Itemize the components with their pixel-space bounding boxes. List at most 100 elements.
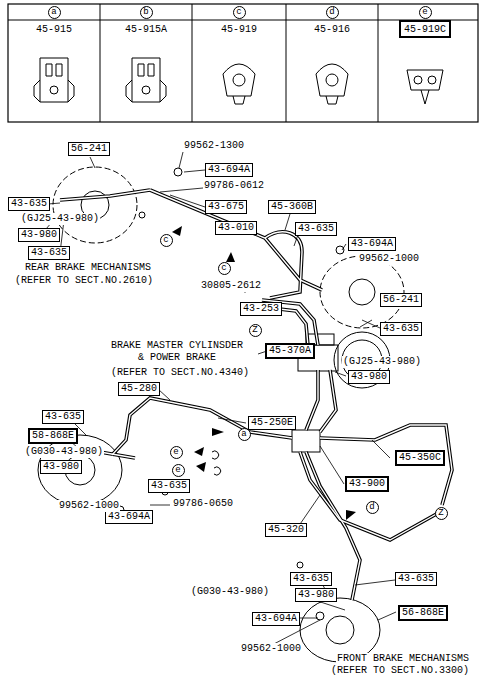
part-label: (G030-43-980): [190, 586, 270, 598]
part-number-box: 43-635: [28, 246, 70, 260]
part-number-box: 43-694A: [205, 163, 253, 177]
circle-outline: [238, 428, 250, 440]
letter: c: [221, 263, 226, 273]
part-number: 58-868E: [32, 430, 74, 441]
part-number-box: 56-241: [380, 293, 422, 307]
letter: d: [369, 502, 374, 512]
letter: c: [236, 7, 241, 17]
circle-outline: [366, 501, 378, 513]
circled-letter: b: [140, 6, 153, 19]
part-label: 99786-0612: [203, 180, 265, 192]
circle-outline: [435, 507, 447, 519]
part-number-box: 43-980: [18, 228, 60, 242]
part-number-box: 45-360B: [268, 200, 316, 214]
part-number: 43-635: [45, 411, 81, 422]
part-number: 43-900: [349, 478, 385, 489]
part-number: 43-675: [208, 201, 244, 212]
part-number: 45-280: [121, 383, 157, 394]
circled-letter: c: [160, 234, 173, 247]
part-label: 99562-1300: [183, 140, 245, 152]
circle-outline: [172, 464, 184, 476]
part-number: 43-980: [351, 371, 387, 382]
part-number-box: 43-635: [8, 197, 50, 211]
part-number-box: 45-320: [265, 523, 307, 537]
part-label: BRAKE MASTER CYLINSDER & POWER BRAKE: [110, 340, 244, 364]
part-number-box: 43-694A: [348, 237, 396, 251]
circle-outline: [218, 262, 230, 274]
part-number-box: 45-250E: [248, 416, 296, 430]
part-number: 43-635: [298, 223, 334, 234]
circled-letter: e: [170, 446, 183, 459]
part-number-box: 43-980: [40, 460, 82, 474]
part-number: 56-241: [383, 294, 419, 305]
part-number: 56-868E: [402, 607, 444, 618]
part-number: 43-635: [11, 198, 47, 209]
part-number-box: 43-635: [380, 322, 422, 336]
circle-outline: [48, 6, 60, 18]
part-number-box: 45-350C: [395, 450, 445, 466]
part-number-box: 43-694A: [105, 510, 153, 524]
part-number-box: 43-675: [205, 200, 247, 214]
circle-outline: [419, 6, 431, 18]
part-number-box: 56-241: [68, 142, 110, 156]
circled-letter: d: [326, 6, 339, 19]
part-number-box: 43-694A: [252, 612, 300, 626]
part-number-box: 43-900: [345, 476, 389, 492]
letter: a: [51, 7, 56, 17]
table-cell: 45-919: [220, 24, 258, 36]
part-number-box: 56-868E: [398, 605, 448, 621]
part-number-box: 43-980: [348, 370, 390, 384]
part-number: 43-694A: [108, 511, 150, 522]
part-label: (REFER TO SECT.NO.2610): [14, 275, 154, 287]
part-number-box: 45-280: [118, 382, 160, 396]
circle-outline: [170, 446, 182, 458]
circle-outline: [249, 324, 261, 336]
part-number: 43-980: [298, 589, 334, 600]
part-label: (GJ25-43-980): [342, 356, 422, 368]
letter: Z: [438, 508, 443, 518]
part-number: 45-360B: [271, 201, 313, 212]
part-number: 43-010: [218, 222, 254, 233]
part-number: 43-980: [43, 461, 79, 472]
part-number: 43-694A: [208, 164, 250, 175]
circle-outline: [160, 234, 172, 246]
part-label: (G030-43-980): [24, 446, 104, 458]
circled-letter: Z: [435, 507, 448, 520]
part-number: 45-320: [268, 524, 304, 535]
part-number-box: 43-635: [395, 572, 437, 586]
circled-letter: Z: [249, 324, 262, 337]
table-cell: 45-919C: [403, 24, 447, 36]
part-label: (REFER TO SECT.NO.3300): [330, 665, 470, 677]
circle-outline: [326, 6, 338, 18]
circled-letter: e: [419, 6, 432, 19]
part-number: 45-350C: [399, 452, 441, 463]
table-cell: 45-915A: [124, 24, 168, 36]
part-number-box: 43-635: [148, 479, 190, 493]
part-number-box: 43-635: [42, 410, 84, 424]
table-cell: 45-916: [313, 24, 351, 36]
part-label: 99562-1000: [58, 500, 120, 512]
circle-outline: [233, 6, 245, 18]
letter: e: [175, 465, 180, 475]
part-number-box: 43-253: [240, 302, 282, 316]
table-cell: 45-915: [35, 24, 73, 36]
part-number: 43-635: [31, 247, 67, 258]
circled-letter: a: [48, 6, 61, 19]
part-number: 43-980: [21, 229, 57, 240]
part-label: 99786-0650: [172, 498, 234, 510]
circled-letter: d: [366, 501, 379, 514]
part-number-box: 43-635: [295, 222, 337, 236]
part-number-box: 43-010: [215, 221, 257, 235]
part-number: 43-635: [383, 323, 419, 334]
part-label: (REFER TO SECT.NO.4340): [110, 367, 250, 379]
circled-letter: a: [238, 428, 251, 441]
circled-letter: c: [233, 6, 246, 19]
part-label: FRONT BRAKE MECHANISMS: [336, 653, 470, 665]
part-number: 43-635: [293, 573, 329, 584]
circle-outline: [140, 6, 152, 18]
letter: b: [143, 7, 148, 17]
circled-letter: c: [218, 262, 231, 275]
part-number-box: 43-635: [290, 572, 332, 586]
part-number: 45-370A: [269, 345, 311, 356]
part-label: 30805-2612: [200, 280, 262, 292]
